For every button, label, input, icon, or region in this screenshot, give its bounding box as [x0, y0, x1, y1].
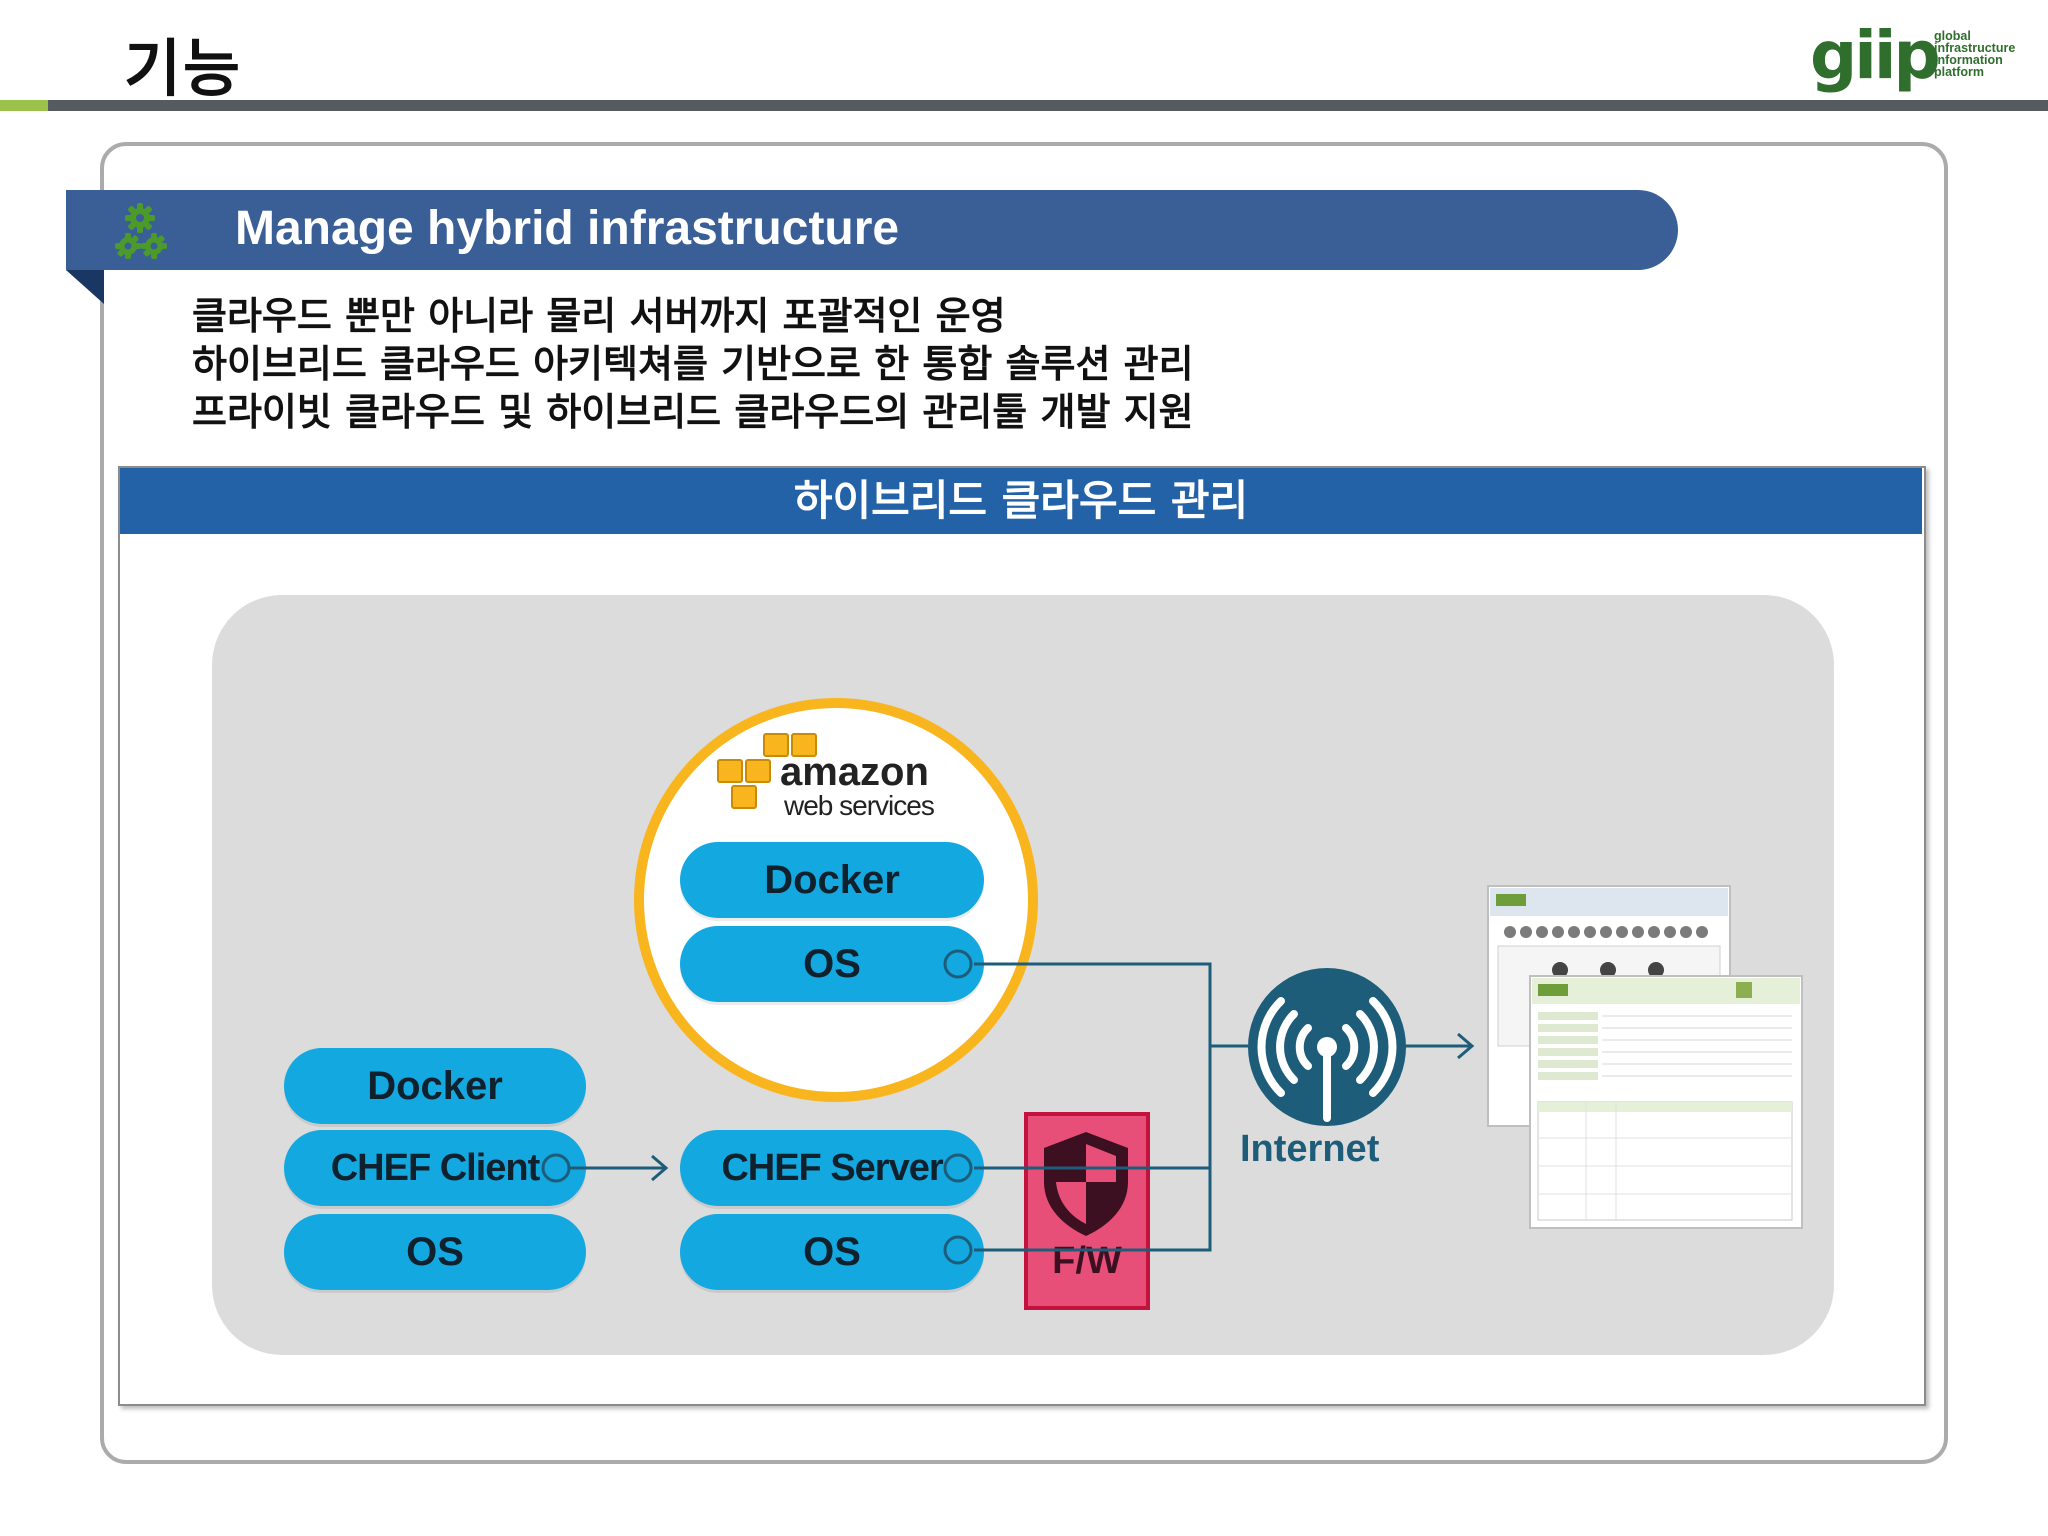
header-rule: [48, 100, 2048, 111]
logo-tagline-line: infrastructure: [1934, 41, 2016, 55]
aws-brand: amazon: [780, 750, 929, 794]
chef-server-layer: CHEF Server: [680, 1130, 984, 1206]
chef-client-layer: CHEF Client: [284, 1130, 586, 1206]
firewall-label: F/W: [1052, 1240, 1122, 1282]
page-title: 기능: [124, 32, 243, 105]
logo-tagline-line: platform: [1934, 65, 1984, 79]
description-line: 하이브리드 클라우드 아키텍쳐를 기반으로 한 통합 솔루션 관리: [192, 342, 1194, 386]
description-line: 프라이빗 클라우드 및 하이브리드 클라우드의 관리툴 개발 지원: [192, 390, 1194, 434]
server-os-layer: OS: [680, 1214, 984, 1290]
client-docker-layer: Docker: [284, 1048, 586, 1124]
section-banner-fold: [66, 270, 104, 304]
diagram-header: 하이브리드 클라우드 관리: [120, 468, 1922, 534]
logo-tagline-line: global: [1934, 29, 1971, 43]
logo-mark: giip: [1810, 17, 1941, 94]
aws-cubes-icon: [717, 733, 817, 809]
internet-label: Internet: [1240, 1128, 1380, 1170]
client-os-layer: OS: [284, 1214, 586, 1290]
gears-icon: [115, 203, 167, 259]
description-line: 클라우드 뿐만 아니라 물리 서버까지 포괄적인 운영: [192, 294, 1006, 338]
logo-tagline-line: information: [1934, 53, 2003, 67]
giip-logo: giip global infrastructure information p…: [1810, 18, 2020, 94]
header-rule-accent: [0, 100, 48, 111]
shield-icon: [1044, 1132, 1128, 1236]
aws-os-layer: OS: [680, 926, 984, 1002]
logo-tagline: global infrastructure information platfo…: [1934, 29, 2016, 79]
section-title: Manage hybrid infrastructure: [235, 202, 900, 255]
management-console-screenshot: [1487, 885, 1803, 1229]
aws-subtitle: web services: [784, 790, 935, 821]
internet-icon: [1248, 968, 1406, 1126]
section-banner: [66, 190, 1678, 270]
aws-docker-layer: Docker: [680, 842, 984, 918]
